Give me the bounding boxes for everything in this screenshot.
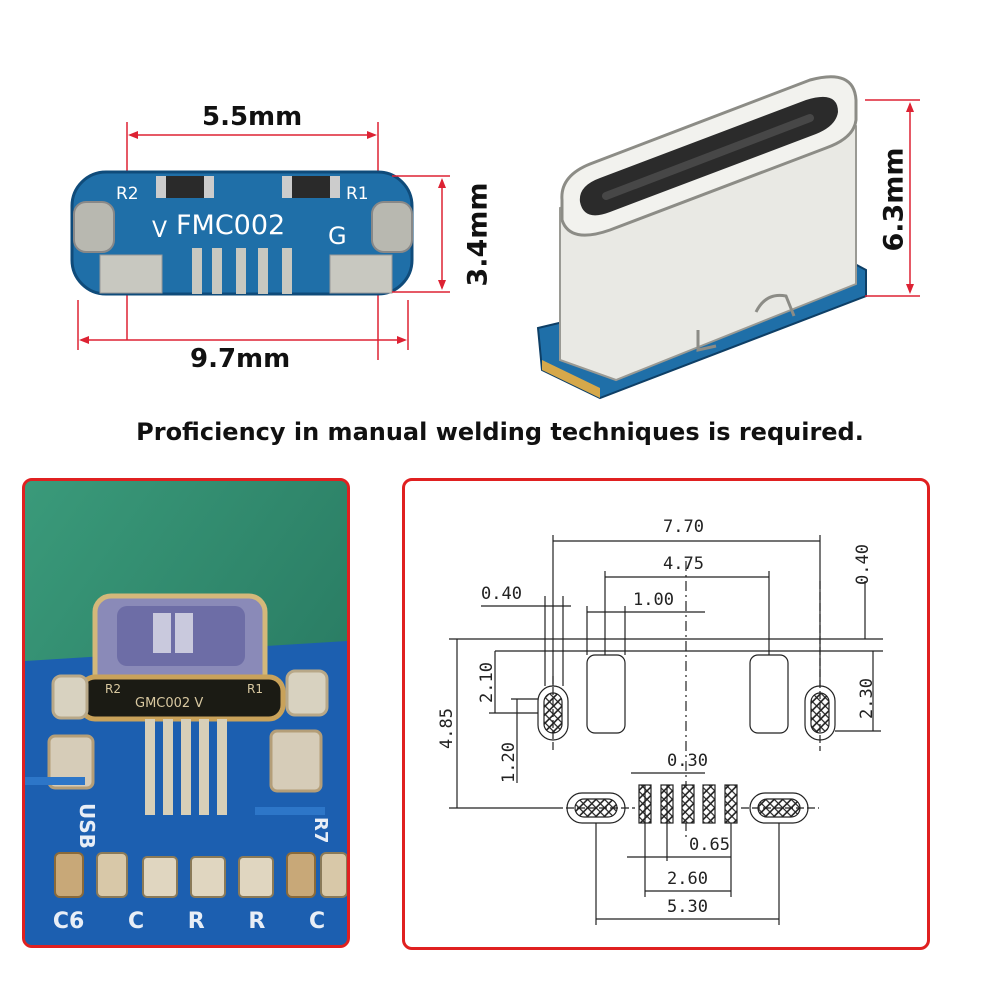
dim-pin-width: 0.30 (667, 751, 708, 771)
dim-overall: 7.70 (663, 517, 704, 537)
silk-r1-photo: R1 (247, 682, 263, 696)
dim-label-9-7mm: 9.7mm (190, 344, 291, 374)
connector-figure: 6.3mm (520, 60, 960, 410)
footprint-drawing-panel: 7.70 4.75 0.40 1.00 0.40 2.10 2.30 4.85 … (402, 478, 930, 950)
pcb-illustration (70, 122, 450, 360)
silk-code-photo: GMC002 V (135, 696, 204, 711)
silk-bottom-label: R (248, 909, 266, 934)
connector-illustration (536, 75, 920, 400)
pcb-figure: R2 R1 V FMC002 G 5.5mm 9.7mm 3.4mm (60, 100, 500, 380)
silk-r2: R2 (116, 184, 139, 204)
dim-lower-height: 1.20 (499, 742, 519, 783)
silk-bottom-row: C6 C R R C (31, 909, 347, 934)
silk-bottom-label: C6 (52, 909, 85, 934)
silk-part-code: FMC002 (176, 210, 286, 241)
dim-pitch: 0.65 (689, 835, 730, 855)
dim-inner: 4.75 (663, 554, 704, 574)
dim-left-height: 2.10 (477, 662, 497, 703)
dim-label-6-3mm: 6.3mm (878, 147, 910, 252)
silk-r1: R1 (346, 184, 369, 204)
silk-letter-g: G (328, 222, 347, 250)
dim-label-3-4mm: 3.4mm (462, 182, 494, 287)
dim-slot-width: 0.40 (481, 584, 522, 604)
dim-label-5-5mm: 5.5mm (202, 102, 303, 132)
silk-usb: USB (75, 803, 99, 849)
dim-pins-span: 2.60 (667, 869, 708, 889)
dim-right-height: 2.30 (857, 678, 877, 719)
footprint-drawing (449, 535, 883, 925)
silk-bottom-label: R (187, 909, 205, 934)
welding-notice: Proficiency in manual welding techniques… (136, 418, 864, 446)
dim-pad-width: 1.00 (633, 590, 674, 610)
silk-r2-photo: R2 (105, 682, 121, 696)
silk-bottom-label: C (127, 909, 145, 934)
silk-r7: R7 (310, 817, 331, 844)
dim-top-right: 0.40 (853, 544, 873, 585)
silk-bottom-label: C (308, 909, 326, 934)
dim-bottom-span: 5.30 (667, 897, 708, 917)
installed-photo-panel: USB R7 R2 R1 GMC002 V C6 C R R C (22, 478, 350, 948)
dim-total-height: 4.85 (437, 708, 457, 749)
silk-letter-v: V (152, 218, 168, 243)
installed-photo (25, 481, 347, 945)
